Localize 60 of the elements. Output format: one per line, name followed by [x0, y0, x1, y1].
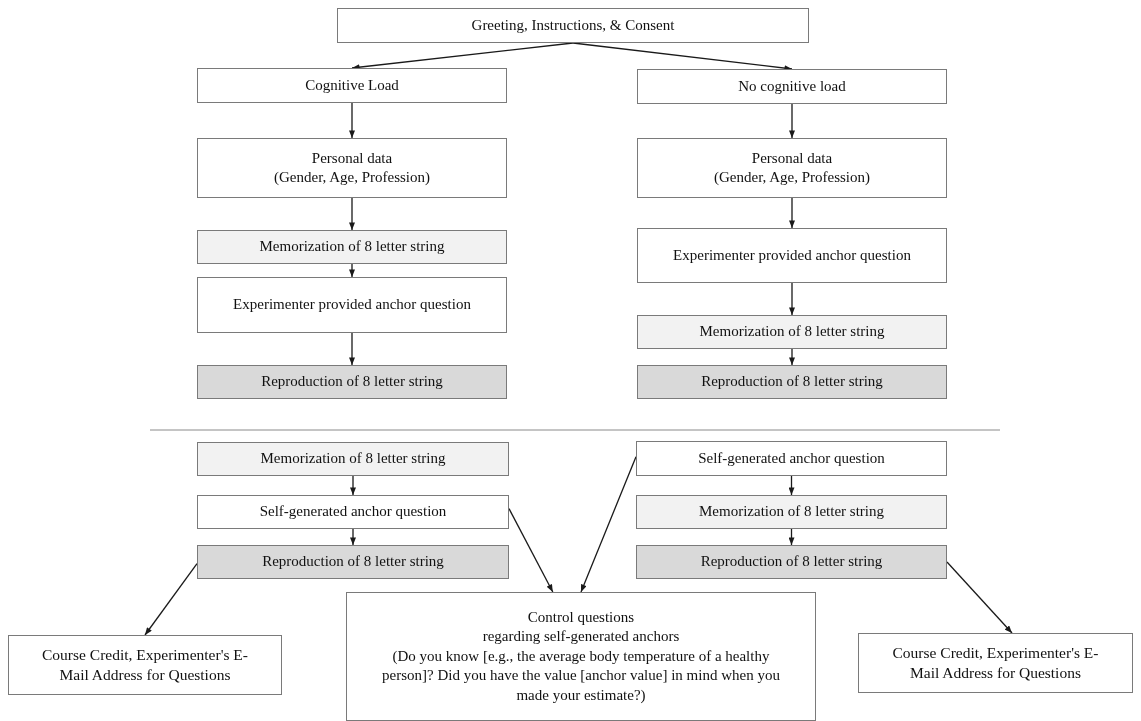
arrow — [789, 103, 795, 139]
arrow — [349, 332, 355, 366]
arrow — [789, 197, 795, 229]
process-box — [637, 228, 947, 283]
arrow — [350, 528, 356, 546]
box-text: Self-generated anchor question — [259, 502, 447, 522]
arrow — [350, 475, 356, 496]
heading-text: regarding self-generated anchors — [482, 627, 680, 647]
box-text: Personal data — [311, 148, 393, 168]
process-box — [197, 442, 509, 476]
process-box — [637, 138, 947, 198]
box-text: Reproduction of 8 letter string — [701, 372, 883, 392]
process-box — [197, 365, 507, 399]
process-box — [637, 69, 947, 104]
box-text: Experimenter provided anchor question — [233, 295, 471, 315]
box-text: (Do you know [e.g., the average body temperature of a healthy person]? Did you have the value [anchor value] in mind when you made your estimate?) — [381, 646, 781, 705]
box-text: Experimenter provided anchor question — [673, 245, 911, 265]
box-text: Memorization of 8 letter string — [699, 502, 884, 522]
heading-text: Control questions — [527, 607, 635, 627]
box-text: Reproduction of 8 letter string — [262, 552, 444, 572]
arrow — [789, 348, 795, 366]
process-box — [337, 8, 809, 43]
process-box — [197, 277, 507, 333]
box-text: Reproduction of 8 letter string — [261, 372, 443, 392]
process-box — [858, 633, 1133, 693]
arrow — [946, 561, 1013, 634]
arrow — [788, 528, 795, 546]
process-box — [636, 545, 947, 579]
process-box — [197, 230, 507, 264]
process-box — [197, 68, 507, 103]
arrow — [580, 456, 637, 593]
process-box — [197, 138, 507, 198]
box-text: Memorization of 8 letter string — [259, 237, 445, 257]
arrow — [144, 563, 198, 636]
box-text: Memorization of 8 letter string — [260, 449, 446, 469]
process-box — [637, 315, 947, 349]
process-box — [636, 495, 947, 529]
process-box — [637, 365, 947, 399]
box-text: Self-generated anchor question — [698, 448, 885, 468]
process-box — [197, 495, 509, 529]
arrow — [349, 197, 355, 231]
box-text: Reproduction of 8 letter string — [700, 552, 883, 572]
arrow — [349, 263, 355, 278]
box-text: Cognitive Load — [305, 75, 399, 95]
box-text: Memorization of 8 letter string — [699, 322, 885, 342]
box-text: Course Credit, Experimenter's E-Mail Address for Questions — [891, 642, 1100, 683]
arrow — [349, 102, 355, 139]
arrow — [788, 475, 795, 496]
arrow — [789, 282, 795, 316]
process-box — [8, 635, 282, 695]
box-text: No cognitive load — [738, 76, 846, 96]
process-box — [636, 441, 947, 476]
box-text: Personal data — [751, 148, 833, 168]
arrow — [508, 507, 554, 593]
process-box — [346, 592, 816, 721]
box-text: (Gender, Age, Profession) — [274, 168, 430, 187]
box-text: Course Credit, Experimenter's E-Mail Address for Questions — [41, 644, 249, 685]
process-box — [197, 545, 509, 579]
box-text: Greeting, Instructions, & Consent — [471, 15, 675, 35]
box-text: (Gender, Age, Profession) — [714, 168, 870, 187]
